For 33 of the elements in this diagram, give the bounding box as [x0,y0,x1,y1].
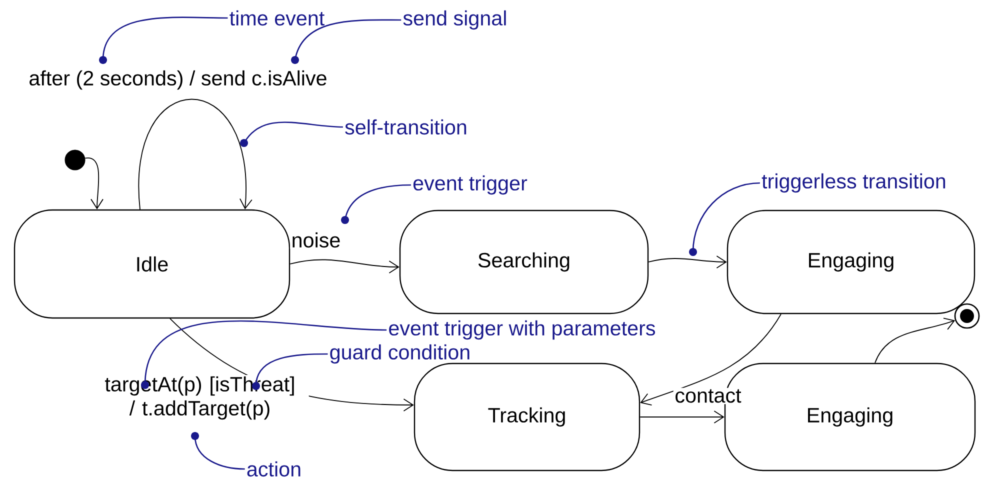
final-state [954,303,980,329]
annotation-text: self-transition [345,119,466,135]
leader-line [341,184,411,224]
leader-line [252,353,328,390]
annotation-text: event trigger with parameters [389,320,656,340]
edge-label: noise [290,231,342,249]
state-box: Searching [399,210,649,314]
leader-line [291,19,402,64]
annotation-text: guard condition [330,344,470,364]
leader-line [191,432,245,470]
leader-line [99,16,228,64]
leader-line [141,320,387,389]
transition-arrow [874,318,956,364]
annotation-text: triggerless transition [762,173,946,193]
transition-arrow [84,158,104,210]
leader-line [240,122,343,147]
transition-arrow [640,314,782,406]
transition-arrow [138,98,252,210]
leader-line [689,182,760,256]
edge-label: after (2 seconds) / send c.isAlive [27,69,329,91]
transition-arrow [640,410,724,424]
annotation-text: event trigger [413,175,528,195]
state-box: Idle [14,209,290,319]
state-box: Tracking [414,362,640,472]
annotation-text: time event [230,10,324,26]
edge-label: contact [673,388,743,404]
annotation-text: send signal [403,10,506,30]
initial-state [64,150,86,170]
edge-label: targetAt(p) [isThreat] / t.addTarget(p) [91,375,309,421]
annotation-text: action [247,461,300,477]
transition-arrow [648,256,727,268]
state-box: Engaging [726,210,976,314]
transition-arrow [290,259,400,274]
